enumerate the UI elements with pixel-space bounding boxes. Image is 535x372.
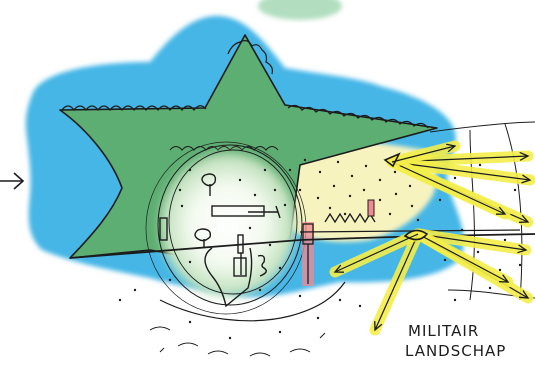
terrain-dot <box>273 188 277 192</box>
glade-features <box>159 173 281 308</box>
ray-line <box>391 161 506 215</box>
terrain-dot <box>503 238 507 242</box>
canopy-edge-right <box>287 104 429 129</box>
terrain-dot <box>332 184 336 188</box>
terrain-dot <box>394 192 398 196</box>
ray-arrowhead <box>498 274 510 283</box>
terrain-dot <box>498 268 502 272</box>
terrain-dot <box>168 278 172 282</box>
terrain-dot <box>316 316 320 320</box>
terrain-dot <box>188 260 192 264</box>
terrain-dot <box>343 212 347 216</box>
terrain-dot <box>476 250 480 254</box>
terrain-dot <box>378 198 382 202</box>
terrain-dot <box>253 193 257 197</box>
terrain-dot <box>518 263 522 267</box>
label-landschap: LANDSCHAP <box>405 342 506 360</box>
sunlight-rays-upper <box>386 140 535 228</box>
terrain-dot <box>258 288 262 292</box>
terrain-dot <box>118 298 122 302</box>
landscape-lines <box>429 121 535 301</box>
ray-arrowhead <box>518 290 530 299</box>
ray-arrowhead <box>495 206 507 215</box>
terrain-dot <box>188 320 192 324</box>
terrain-dot <box>180 204 184 208</box>
ray-line <box>391 145 456 163</box>
bottom-hatching <box>149 326 326 357</box>
top-green-wash <box>258 0 342 20</box>
ray-line <box>417 233 527 251</box>
ray-arrowhead <box>519 151 530 161</box>
terrain-dot <box>443 258 447 262</box>
terrain-dot <box>336 160 340 164</box>
terrain-dot <box>248 226 252 230</box>
terrain-dot <box>453 176 457 180</box>
label-militair: MILITAIR <box>408 322 479 340</box>
terrain-dot <box>513 188 517 192</box>
perimeter-arc <box>159 281 346 322</box>
terrain-dot <box>133 288 137 292</box>
ray-arrowhead <box>333 264 345 273</box>
terrain-dot <box>328 206 332 210</box>
ray-arrowhead <box>446 143 457 153</box>
terrain-dot <box>316 196 320 200</box>
ray-source-markers <box>383 152 429 241</box>
ray-arrowhead <box>518 214 530 223</box>
ray-arrowhead <box>517 244 528 254</box>
terrain-dot <box>268 243 272 247</box>
canopy-edge-peak <box>227 40 273 75</box>
terrain-dot <box>378 178 382 182</box>
terrain-dots <box>118 158 522 340</box>
terrain-dot <box>488 286 492 290</box>
terrain-dot <box>303 158 307 162</box>
terrain-dot <box>263 168 267 172</box>
forest-glade <box>160 153 296 297</box>
canopy-edge-left <box>61 105 207 111</box>
terrain-dot <box>438 198 442 202</box>
arrow-right-icon <box>0 172 25 190</box>
terrain-dot <box>288 168 292 172</box>
ray-line <box>391 161 531 181</box>
fence-tower <box>367 199 375 217</box>
sunlight-rays-lower <box>329 228 534 336</box>
ray-arrowhead <box>374 320 383 332</box>
canopy-edge-lower <box>169 145 279 151</box>
ray-line <box>374 233 419 331</box>
terrain-dot <box>362 188 366 192</box>
terrain-dot <box>416 218 420 222</box>
terrain-dot <box>453 298 457 302</box>
terrain-dot <box>408 184 412 188</box>
terrain-dot <box>388 212 392 216</box>
road-line-2 <box>299 229 521 233</box>
ray-arrowhead <box>521 174 532 184</box>
terrain-dot <box>358 304 362 308</box>
terrain-dot <box>410 204 414 208</box>
terrain-dot <box>188 168 192 172</box>
terrain-dot <box>278 330 282 334</box>
terrain-dot <box>348 194 352 198</box>
terrain-dot <box>228 336 232 340</box>
terrain-dot <box>283 203 287 207</box>
terrain-dot <box>338 298 342 302</box>
terrain-dot <box>364 164 368 168</box>
terrain-dot <box>278 266 282 270</box>
road-line <box>69 233 535 259</box>
terrain-dot <box>350 174 354 178</box>
ray-line <box>417 233 509 283</box>
terrain-dot <box>393 170 397 174</box>
terrain-dot <box>478 163 482 167</box>
ray-line <box>334 233 419 273</box>
zigzag-fence <box>324 212 376 224</box>
terrain-dot <box>178 188 182 192</box>
terrain-dot <box>298 294 302 298</box>
terrain-dot <box>318 170 322 174</box>
terrain-dot <box>298 188 302 192</box>
terrain-dot <box>238 178 242 182</box>
